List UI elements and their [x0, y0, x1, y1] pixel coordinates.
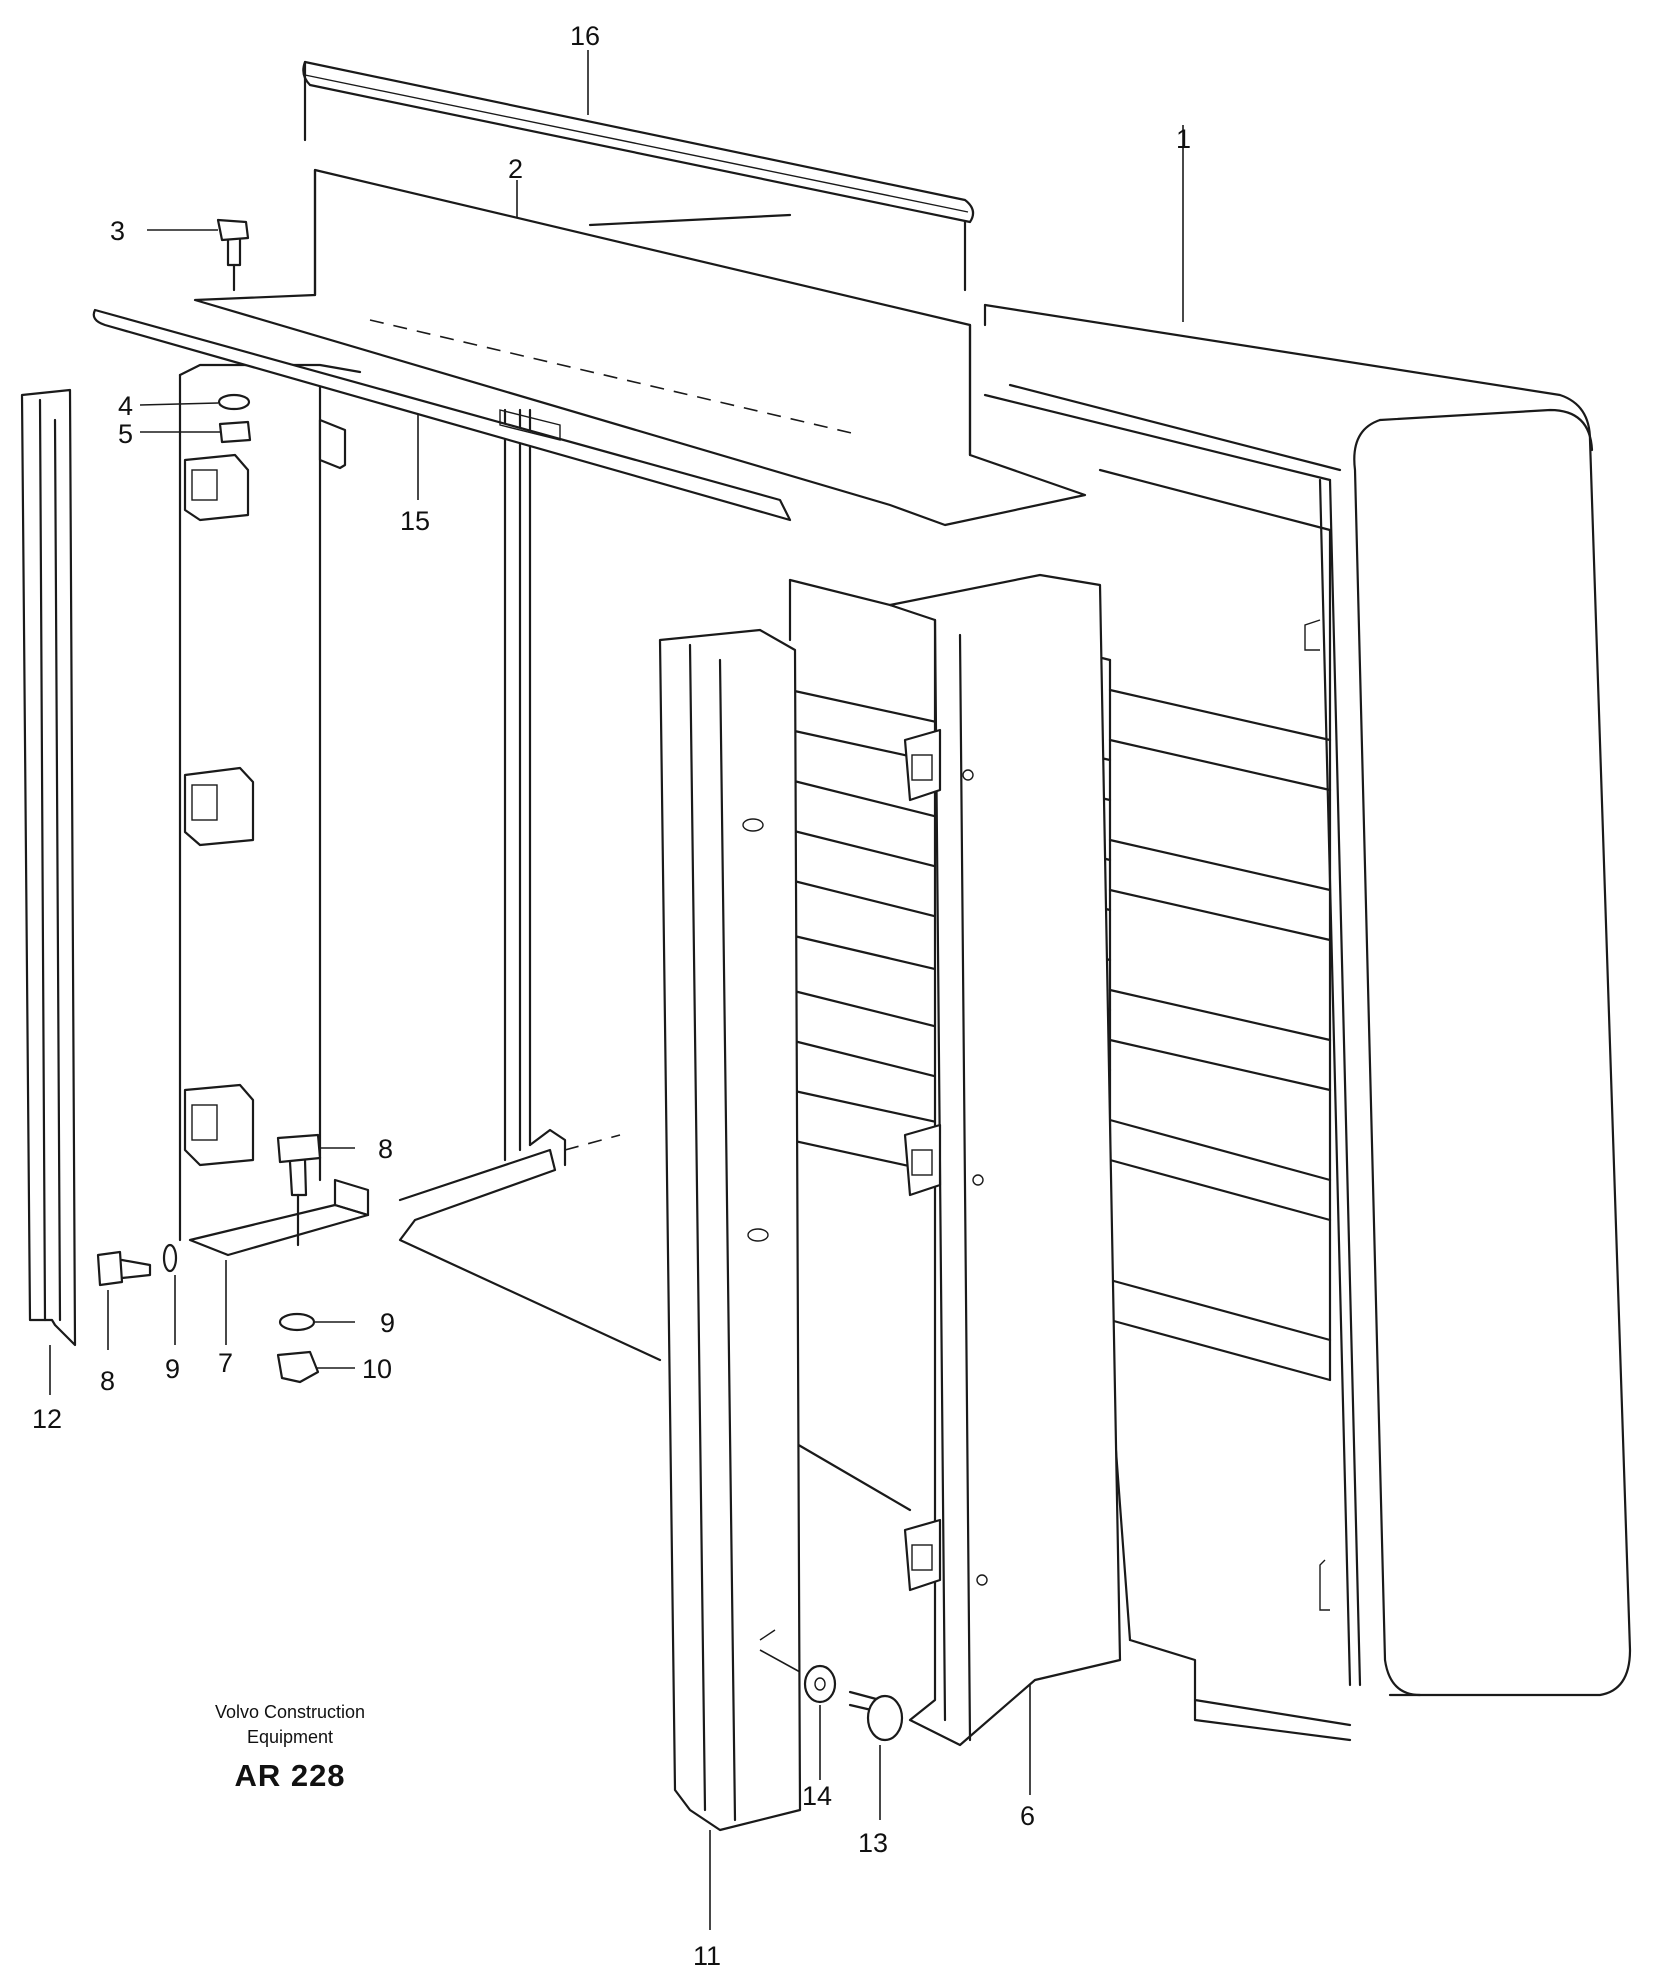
credit-block: Volvo Construction Equipment AR 228 — [160, 1700, 420, 1794]
part-7-angle-bracket — [188, 1178, 370, 1257]
part-8-bolt-horizontal — [96, 1250, 152, 1287]
callout-5: 5 — [118, 419, 133, 449]
part-10-nut — [276, 1350, 320, 1384]
callout-15: 15 — [400, 506, 430, 536]
part-16-rod — [302, 60, 975, 292]
callout-13: 13 — [858, 1828, 888, 1858]
callout-7: 7 — [218, 1348, 233, 1378]
callout-12: 12 — [32, 1404, 62, 1434]
callout-3: 3 — [110, 216, 125, 246]
company-name-line1: Volvo Construction — [214, 1702, 366, 1722]
callout-2: 2 — [508, 154, 523, 184]
drawing-code: AR 228 — [234, 1758, 346, 1793]
part-2-top-plate — [193, 168, 1087, 527]
callout-16: 16 — [570, 21, 600, 51]
part-9-washer-left — [162, 1243, 178, 1273]
callout-9-left: 9 — [165, 1354, 180, 1384]
part-4-washer — [217, 393, 251, 411]
callout-8-upper: 8 — [378, 1134, 393, 1164]
part-8-bolt-vertical — [276, 1133, 322, 1247]
left-frame-plate — [178, 363, 662, 1362]
part-11-channel — [658, 628, 802, 1832]
callout-11: 11 — [693, 1941, 721, 1971]
callout-1: 1 — [1176, 124, 1191, 154]
part-3-bolt — [216, 218, 250, 292]
callout-14: 14 — [802, 1781, 832, 1811]
part-12-trim-strip — [20, 388, 77, 1347]
callout-10: 10 — [362, 1354, 392, 1384]
company-name-line2: Equipment — [246, 1727, 334, 1747]
callout-6: 6 — [1020, 1801, 1035, 1831]
callout-8-lower: 8 — [100, 1366, 115, 1396]
callout-4: 4 — [118, 391, 133, 421]
part-15-rod — [92, 308, 792, 522]
part-9-washer-lower — [278, 1312, 316, 1332]
part-1-housing — [983, 303, 1632, 1742]
part-14-washer — [803, 1664, 837, 1704]
leader-lines — [49, 50, 1184, 1930]
callout-9-right: 9 — [380, 1308, 395, 1338]
part-13-bolt — [848, 1690, 904, 1742]
part-6-bracket — [888, 573, 1122, 1747]
part-5-nut — [218, 420, 252, 444]
